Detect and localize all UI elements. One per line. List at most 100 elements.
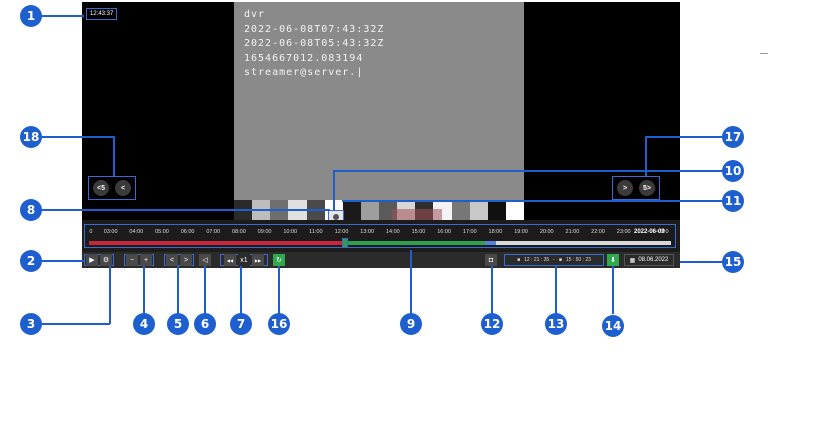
faster-button[interactable]: ▶▶ — [252, 254, 264, 266]
download-group: ⬇ — [606, 254, 620, 266]
timeline-tick-label: 02:0 — [657, 229, 669, 235]
time-range[interactable]: ■ 12 : 21 : 35 - ■ 15 : 50 : 23 — [504, 254, 604, 266]
timeline-tick-label: 08:00 — [232, 229, 246, 235]
control-bar: ▶ ⚙ − + < > ◁ ◀◀ x1 ▶▶ ↻ ◘ ■ 12 : 21 : 3… — [82, 252, 680, 268]
fast-back-button[interactable]: <5 — [93, 180, 109, 196]
calendar-icon: ▦ — [629, 257, 636, 264]
zoom-group: − + — [124, 254, 154, 266]
range-start[interactable]: 12 : 21 : 35 — [524, 257, 550, 263]
color-bar — [469, 200, 488, 220]
range-separator: - — [553, 257, 555, 263]
timeline-tick-label: 22:00 — [591, 229, 605, 235]
range-end-lock-icon: ■ — [558, 257, 562, 263]
color-bar — [342, 200, 361, 220]
fast-forward-button[interactable]: 5> — [639, 180, 655, 196]
callout-15: 15 — [722, 251, 744, 273]
range-end[interactable]: 15 : 50 : 23 — [565, 257, 591, 263]
timeline-tick-label: 0 — [89, 229, 93, 235]
leader-11 — [342, 200, 724, 202]
settings-icon[interactable]: ⚙ — [100, 254, 112, 266]
timeline-segment[interactable] — [89, 241, 346, 245]
leader-14 — [612, 266, 614, 314]
timeline-tick-label: 09:00 — [257, 229, 272, 235]
slower-button[interactable]: ◀◀ — [224, 254, 236, 266]
timeline-tick-label: 23:00 — [616, 229, 631, 235]
timeline-playhead[interactable] — [342, 238, 349, 248]
zoom-out-button[interactable]: − — [126, 254, 138, 266]
callout-11: 11 — [722, 190, 744, 212]
timeline-segment[interactable] — [345, 241, 485, 245]
leader-16 — [278, 266, 280, 314]
refresh-icon[interactable]: ↻ — [273, 254, 285, 266]
forward-button[interactable]: > — [617, 180, 633, 196]
date-picker[interactable]: ▦ 08.06.2022 — [624, 254, 674, 266]
mute-icon[interactable]: ◁ — [199, 254, 211, 266]
leader-4 — [143, 266, 145, 314]
callout-9: 9 — [400, 313, 422, 335]
timeline-segment[interactable] — [496, 241, 671, 245]
timeline-tick-label: 17:00 — [462, 229, 477, 235]
timeline-track[interactable] — [89, 238, 671, 248]
timeline-tick-label: 16:00 — [437, 229, 452, 235]
timeline-tick-label: 07:00 — [206, 229, 221, 235]
leader-6 — [204, 266, 206, 314]
callout-7: 7 — [230, 313, 252, 335]
color-bar — [360, 200, 379, 220]
leader-10-v — [333, 170, 335, 210]
timeline-tick-label: 03:00 — [103, 229, 118, 235]
leader-3-v — [109, 266, 111, 324]
callout-14: 14 — [602, 315, 624, 337]
callout-8: 8 — [20, 199, 42, 221]
play-button[interactable]: ▶ — [86, 254, 98, 266]
leader-8 — [40, 209, 330, 211]
leader-17-v — [645, 136, 647, 176]
timeline-tick-label: 06:00 — [180, 229, 195, 235]
timeline-tick-label: 18:00 — [488, 229, 503, 235]
leader-17-h — [645, 136, 725, 138]
decorative-dash — [760, 53, 768, 54]
leader-18-h — [40, 136, 114, 138]
timeline-tick-label: 13:00 — [360, 229, 375, 235]
refresh-group: ↻ — [272, 254, 286, 266]
color-bar — [505, 200, 524, 220]
callout-12: 12 — [481, 313, 503, 335]
timeline-tick-label: 21:00 — [565, 229, 580, 235]
timeline-tick-label: 20:00 — [539, 229, 554, 235]
next-frame-button[interactable]: > — [180, 254, 192, 266]
mute-group: ◁ — [198, 254, 212, 266]
callout-13: 13 — [545, 313, 567, 335]
prev-frame-button[interactable]: < — [166, 254, 178, 266]
timeline-date-label: 2022-06-09 — [633, 229, 665, 235]
back-button[interactable]: < — [115, 180, 131, 196]
timeline-tick-label: 14:00 — [385, 229, 400, 235]
speed-group: ◀◀ x1 ▶▶ — [220, 254, 268, 266]
timeline-tick-label: 05:00 — [155, 229, 169, 235]
timeline-segment[interactable] — [484, 241, 497, 245]
download-icon[interactable]: ⬇ — [607, 254, 619, 266]
zoom-in-button[interactable]: + — [140, 254, 152, 266]
callout-6: 6 — [194, 313, 216, 335]
leader-12 — [491, 266, 493, 314]
leader-13 — [555, 266, 557, 314]
leader-5 — [177, 266, 179, 314]
callout-18: 18 — [20, 126, 42, 148]
callout-1: 1 — [20, 5, 42, 27]
speed-display: x1 — [238, 254, 250, 266]
color-bar — [451, 200, 470, 220]
leader-9 — [410, 250, 412, 314]
screenshot-group: ◘ — [484, 254, 498, 266]
play-group: ▶ ⚙ — [84, 254, 114, 266]
leader-2 — [40, 260, 84, 262]
callout-10: 10 — [722, 160, 744, 182]
callout-3: 3 — [20, 313, 42, 335]
timeline-tick-label: 04:00 — [129, 229, 144, 235]
range-start-lock-icon: ■ — [517, 257, 521, 263]
leader-15 — [680, 261, 724, 263]
right-nav-group: > 5> — [612, 176, 660, 200]
left-nav-group: <5 < — [88, 176, 136, 200]
camera-icon[interactable]: ◘ — [485, 254, 497, 266]
